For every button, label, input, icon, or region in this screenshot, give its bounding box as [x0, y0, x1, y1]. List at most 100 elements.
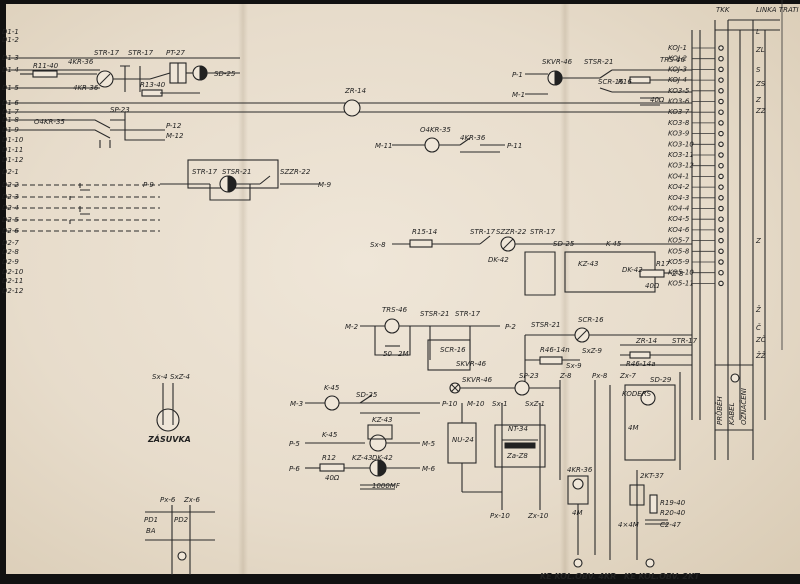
- socket-zasuvka: [156, 383, 180, 432]
- circuit-kz43-nu24: [305, 403, 546, 510]
- right-terminal-label: KO4-5: [668, 215, 690, 223]
- label-szzr22-a: SZZR-22: [280, 168, 311, 176]
- label-skvr46-c: SKVR-46: [462, 376, 493, 384]
- relay-group-skvr46: [525, 69, 692, 106]
- right-terminal-label: KO5-10: [668, 269, 694, 277]
- label-kolobv-4kr: KE KOL.OBV. 4KR: [540, 572, 616, 581]
- label-scr16-b: SCR-16: [440, 346, 466, 354]
- circuit-4kr36-koders: [567, 372, 681, 560]
- label-r16: R16: [618, 78, 632, 86]
- left-terminal-label: D2-8: [2, 248, 19, 256]
- label-r1140: R11-40: [33, 62, 59, 70]
- label-m9: M-9: [318, 181, 332, 189]
- label-k45-b: K-45: [324, 384, 340, 392]
- label-k45-a: K-45: [606, 240, 622, 248]
- trati-label: ZS: [755, 80, 766, 88]
- label-o4kr35-b: O4KR-35: [420, 126, 451, 134]
- right-terminal-label: KO5-7: [668, 237, 690, 245]
- label-str17-f: STR-17: [455, 310, 481, 318]
- circuit-stsr21-scr16: [524, 327, 692, 385]
- legend-prubeh: PRŮBĚH: [715, 396, 724, 425]
- right-terminal-label: KO3-12: [668, 162, 694, 170]
- label-trs46-b: TRS-46: [382, 306, 408, 314]
- label-1000mf: 1000MF: [372, 482, 401, 490]
- resistor-r1140: [32, 70, 58, 78]
- label-4m: 4M: [572, 509, 583, 517]
- label-4kr36-a: 4KR-36: [68, 58, 94, 66]
- label-zaz8: Za-Z8: [506, 452, 528, 460]
- contact-marks-left: [69, 183, 90, 224]
- label-z8-b: Z-8: [559, 372, 572, 380]
- label-4kr36-b: 4KR-36: [73, 84, 99, 92]
- label-zx6: Zx-6: [183, 496, 200, 504]
- right-terminal-list: KOJ-1KOJ-2KOJ-3KOJ-4KO3-5KO3-6KO3-7KO3-8…: [668, 44, 724, 287]
- label-sx9: Sx-9: [566, 362, 582, 370]
- right-terminal-label: KO4-3: [668, 194, 689, 202]
- label-m6: M-6: [422, 465, 436, 473]
- label-scr16-a: SCR-16: [598, 78, 624, 86]
- label-str17-d: STR-17: [470, 228, 496, 236]
- label-sp23-a: SP-23: [110, 106, 130, 114]
- label-p11: P-11: [507, 142, 522, 150]
- label-pd1: PD1: [144, 516, 158, 524]
- label-skvr46-a: SKVR-46: [542, 58, 573, 66]
- label-kz43-a: KZ-43: [578, 260, 598, 268]
- trati-label: ZČ: [755, 335, 766, 344]
- circuit-r1514-row: [392, 235, 692, 296]
- label-nt34: NT-34: [508, 425, 528, 433]
- label-40ohm-c: 40Ω: [325, 474, 340, 482]
- trati-label: Z: [755, 237, 761, 245]
- label-kz43-c: KZ-43: [352, 454, 372, 462]
- label-str17-a: STR-17: [94, 49, 120, 57]
- left-terminal-label: D2-7: [2, 239, 19, 247]
- trati-label: L: [756, 28, 760, 36]
- scan-edge-top: [0, 0, 800, 4]
- label-stsr21-b: STSR-21: [222, 168, 251, 176]
- trati-label: S: [756, 66, 761, 74]
- label-p9: P-9: [143, 181, 154, 189]
- label-zx7: Zx-7: [619, 372, 636, 380]
- relay-group-o4kr35: [392, 137, 505, 153]
- circuit-trs46: [360, 318, 500, 371]
- contact-group-sp23: [40, 112, 165, 148]
- label-kolobv-2kt: KE KOL.OBV. 2KT: [624, 572, 700, 581]
- label-sd25-b: SD-25: [553, 240, 575, 248]
- trati-label: Č: [756, 323, 761, 332]
- label-sxz4: SxZ-4: [170, 373, 190, 381]
- label-pt27: PT-27: [166, 49, 185, 57]
- label-4kr36-d: 4KR-36: [567, 466, 593, 474]
- left-terminal-label: D1-1: [2, 28, 19, 36]
- right-terminal-label: KO4-4: [668, 205, 689, 213]
- right-terminal-label: KO3-8: [668, 119, 690, 127]
- legend-kabel: KABEL: [728, 402, 736, 425]
- label-c247: C2-47: [660, 521, 681, 529]
- label-ba: BA: [146, 527, 156, 535]
- label-scr16-c: SCR-16: [578, 316, 604, 324]
- label-z8-a: Z-8: [671, 270, 684, 278]
- label-m1: M-1: [512, 91, 525, 99]
- label-p5: P-5: [289, 440, 300, 448]
- label-m5: M-5: [422, 440, 436, 448]
- label-sd29: SD-29: [650, 376, 672, 384]
- label-stsr21-d: STSR-21: [531, 321, 560, 329]
- label-40ohm-b: 40Ω: [645, 282, 660, 290]
- header-line: LINKA TRATI: [756, 6, 799, 14]
- trati-label: Z: [755, 96, 761, 104]
- label-dk42-c: DK-42: [372, 454, 393, 462]
- circuit-r12-dk42: [305, 459, 420, 490]
- relay-group-str17-pt27: [20, 62, 240, 97]
- label-zasuvka: ZÁSUVKA: [147, 433, 191, 444]
- right-terminal-label: KO5-11: [668, 279, 694, 287]
- trati-label: Ž: [755, 305, 761, 314]
- label-2kt37: 2KT-37: [640, 472, 664, 480]
- label-trs46-a: TRS-46: [660, 56, 686, 64]
- label-str17-c: STR-17: [192, 168, 218, 176]
- label-szzr22-b: SZZR-22: [496, 228, 527, 236]
- relay-group-szzr22: [160, 159, 320, 201]
- label-zr14-a: ZR-14: [344, 87, 366, 95]
- right-terminal-label: KOJ-3: [668, 65, 687, 73]
- label-o4kr35-a: O4KR-35: [34, 118, 65, 126]
- label-px8: Px-8: [592, 372, 608, 380]
